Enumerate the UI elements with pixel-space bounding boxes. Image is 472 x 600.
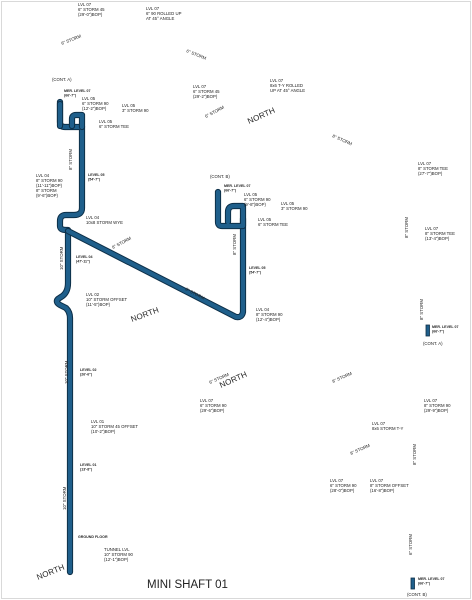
riser-top-loop (57, 101, 85, 130)
note-ground-floor: GROUND FLOOR (78, 535, 108, 539)
north-label: NORTH (218, 370, 248, 390)
note-lvl05-e: LVL 05 3" STORM 90 (281, 201, 308, 211)
pipe-label-8-storm: 8" STORM (412, 444, 417, 465)
note-level01: LEVEL 01 (13'-8") (80, 463, 98, 472)
note-lvl07-storm90: LVL 07 6" STORM 90 (29'-6")BOP) (200, 398, 228, 413)
note-lvl07-right-tee: LVL 07 8" STORM TEE (27'-7")BOP) (418, 161, 449, 176)
pipe-label-10-storm: 10" STORM (64, 360, 69, 384)
note-mer-level07-d: MER. LEVEL 07 (66'-7") (418, 577, 446, 586)
notes-group-top: LVL 07 6" STORM 45 (29'-0")BOP) LVL 07 6… (36, 2, 456, 275)
north-label: NORTH (35, 563, 66, 582)
cont-b-stub (410, 577, 415, 590)
note-cont-a-top: (CONT. A) (52, 77, 72, 82)
note-lvl07-bl: LVL 07 6" STORM 90 (28'-0")BOP) (330, 478, 358, 493)
pipe-label-6-storm: 6" STORM (186, 48, 208, 61)
note-lvl07-right-tee2: LVL 07 8" STORM TEE (13'-4")BOP) (425, 226, 456, 241)
pipe-label-10-storm: 10" STORM (62, 486, 67, 510)
note-lvl05-d: LVL 05 6" STORM 90 (9'-8")BOP) (244, 192, 272, 207)
pipe-label-6-storm: 6" STORM (204, 104, 225, 118)
note-mer-level07-c: MER. LEVEL 07 (66'-7") (432, 325, 460, 334)
pipe-network (53, 98, 430, 590)
note-level05-a: LEVEL 05 (54'-7") (88, 173, 106, 182)
drawing-title: MINI SHAFT 01 (147, 579, 228, 591)
pipe-label-8-storm: 8" STORM (404, 217, 409, 238)
pipe-label-8-storm: 8" STORM (349, 443, 371, 456)
note-lvl05-b: LVL 05 3" STORM 90 (122, 103, 149, 113)
note-mer-level07-b: MER. LEVEL 07 (66'-7") (224, 184, 252, 193)
note-level02: LEVEL 02 (26'-6") (80, 368, 98, 377)
north-label: NORTH (246, 106, 276, 126)
note-cont-b-top: (CONT. B) (210, 174, 230, 179)
main-riser (54, 99, 85, 575)
pipe-label-8-storm: 8" STORM (111, 235, 132, 249)
pipe-label-8-storm: 8" STORM (232, 234, 237, 255)
note-lvl04-90: LVL 04 8" STORM 90 (12'-4")BOP) (256, 307, 284, 322)
note-lvl04-a: LVL 04 8" STORM 90 (11'-11")BOP) 8" STOR… (36, 173, 64, 198)
note-lvl07-mid-45: LVL 07 6" STORM 45 (29'-2")BOP) (193, 84, 221, 99)
north-label: NORTH (130, 305, 161, 323)
pipe-label-8-storm: 8" STORM (419, 299, 424, 320)
note-lvl01-offset: LVL 01 10" STORM 45 OFFSET (10'-2")BOP) (91, 419, 139, 434)
pipe-label-10-storm: 10" STORM (59, 246, 64, 270)
note-cont-a-bottom: (CONT. A) (423, 341, 443, 346)
note-lvl05-a: LVL 05 6" STORM 90 (12'-2")BOP) (82, 96, 110, 111)
diagonal-branch (65, 216, 246, 320)
note-lvl07-8x6: LVL 07 8x6 STORM T-Y (372, 421, 403, 431)
note-lvl07-90-rolled: LVL 07 6" 90 ROLLED UP AT 45° ANGLE (146, 6, 183, 21)
pipe-label-6-storm: 6" STORM (61, 33, 83, 46)
note-lvl05-f: LVL 05 6" STORM TEE (258, 217, 288, 227)
note-lvl07-right-90: LVL 07 8" STORM 90 (29'-9")BOP) (424, 398, 452, 413)
note-lvl07-br: LVL 07 8" STORM OFFSET (16'-8")BOP) (370, 478, 410, 493)
note-mer-level07-a: MER. LEVEL 07 (66'-7") (64, 89, 92, 98)
note-lvl07-45-rolled: LVL 07 6" STORM 45 (29'-0")BOP) (78, 2, 106, 17)
right-upright (215, 189, 246, 229)
pipe-label-6-storm: 6" STORM (408, 534, 413, 555)
notes-group-bottom: LVL 02 10" STORM OFFSET (11'-5")BOP) LVL… (78, 292, 460, 597)
note-lvl07-tee-rolled: LVL 07 8x6 T-Y ROLLED UP AT 45° ANGLE (270, 78, 305, 93)
pipe-label-8-storm: 8" STORM (332, 133, 354, 146)
note-cont-b-bottom: (CONT. B) (407, 592, 427, 597)
note-lvl04-wye: LVL 04 10x8 STORM WYE (86, 215, 123, 225)
note-lvl05-c: LVL 05 6" STORM TEE (99, 119, 129, 129)
pipe-label-8-storm: 8" STORM (68, 149, 73, 170)
note-level05-b: LEVEL 05 (54'-7") (249, 266, 267, 275)
note-lvl02-offset: LVL 02 10" STORM OFFSET (11'-5")BOP) (86, 292, 128, 307)
cont-a-stub (425, 324, 430, 337)
note-level04-a: LEVEL 04 (47'-11") (76, 255, 94, 264)
pipe-label-8-storm: 8" STORM (331, 371, 353, 384)
note-tunnel-lvl: TUNNEL LVL 10" STORM 90 (12'-1")BOP) (104, 547, 134, 562)
